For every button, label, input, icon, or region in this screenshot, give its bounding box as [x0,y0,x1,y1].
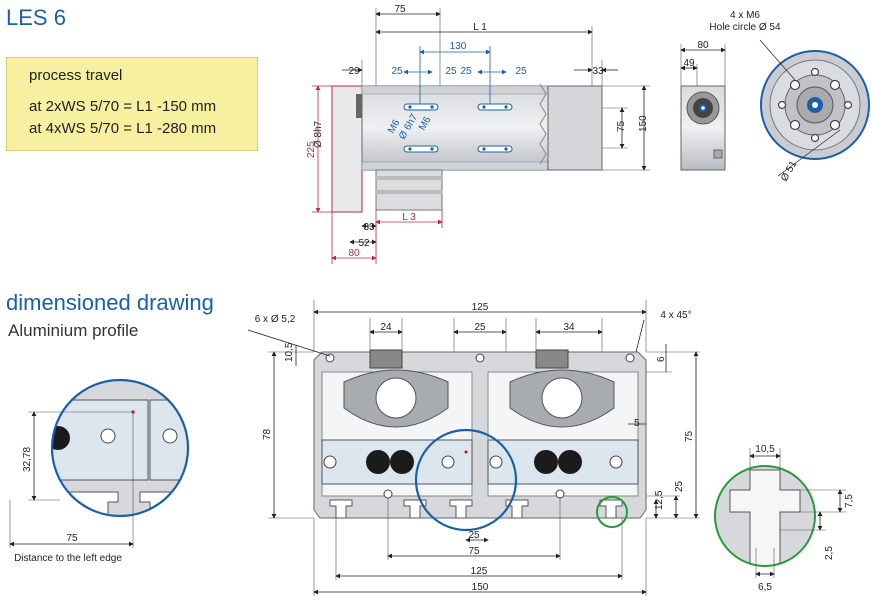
dim-80-end: 80 [697,40,709,51]
dim-33-bottom: 33 [363,222,375,233]
dim-75-left-detail: 75 [66,533,78,544]
side-view: 75 L 1 29 33 130 25 25 25 25 M6 Ø 6h7 M6… [306,4,650,264]
dim-33-top: 33 [592,66,604,77]
dim-75-side: 75 [394,4,406,15]
flange-holes-label: 4 x M6 [730,10,760,21]
dim-25-d: 25 [515,66,527,77]
dim-25-bottom: 25 [468,530,480,541]
process-travel-line-2: at 4xWS 5/70 = L1 -280 mm [29,120,217,137]
left-detail-caption: Distance to the left edge [14,553,122,564]
dim-125-top: 125 [472,302,489,313]
dim-6-5: 6,5 [758,582,772,593]
detail-circle-slot [596,496,628,528]
dim-2-5: 2,5 [824,546,835,560]
dim-12-5: 12,5 [654,490,665,510]
process-travel-note: process travel at 2xWS 5/70 = L1 -150 mm… [6,57,258,151]
dim-78: 78 [262,428,273,440]
flange-hole-circle-label: Hole circle Ø 54 [709,22,781,33]
process-travel-heading: process travel [29,67,123,84]
dim-32-78: 32,78 [22,447,33,472]
page-title: LES 6 [6,5,66,30]
flange-view: 4 x M6 Hole circle Ø 54 Ø 51 [709,10,870,184]
end-view: 80 49 [680,40,726,171]
left-detail: 32,78 75 Distance to the left edge [9,378,190,564]
label-6x-holes: 6 x Ø 5,2 [255,314,296,325]
label-chamfer: 4 x 45° [660,310,691,321]
dim-49: 49 [683,58,695,69]
slot-detail: 10,5 7,5 2,5 6,5 [714,444,855,593]
dim-75-bottom: 75 [468,546,480,557]
dim-25-b: 25 [445,66,457,77]
dim-5: 5 [634,418,640,429]
section-heading: dimensioned drawing [6,290,214,315]
dim-150-right: 150 [638,115,649,132]
dim-7-5: 7,5 [844,494,855,508]
dim-l1: L 1 [473,22,487,33]
dim-34: 34 [563,322,575,333]
dim-150-bottom: 150 [472,582,489,593]
coupling [356,94,366,118]
dim-75-right: 75 [616,120,627,132]
dim-6: 6 [656,356,667,362]
dim-25-top-profile: 25 [474,322,486,333]
dim-l3: L 3 [402,212,416,223]
dim-10-5: 10,5 [284,342,295,362]
aluminium-profile: 125 24 25 34 6 x Ø 5,2 4 x 45° 10,5 6 5 … [247,300,700,596]
dim-75-profile-right: 75 [684,430,695,442]
dim-130: 130 [450,41,467,52]
dim-10-5-slot: 10,5 [755,444,775,455]
detail-circle-center [414,428,518,532]
dim-25-a: 25 [391,66,403,77]
process-travel-line-1: at 2xWS 5/70 = L1 -150 mm [29,98,217,115]
dim-24: 24 [380,322,392,333]
dim-29: 29 [348,66,360,77]
dim-52: 52 [358,238,370,249]
section-subheading: Aluminium profile [8,321,139,340]
dim-125-bottom: 125 [471,566,488,577]
dim-80-bottom: 80 [348,248,360,259]
dim-25-right: 25 [674,480,685,492]
dim-25-c: 25 [460,66,472,77]
dim-225: 225 [306,141,317,158]
